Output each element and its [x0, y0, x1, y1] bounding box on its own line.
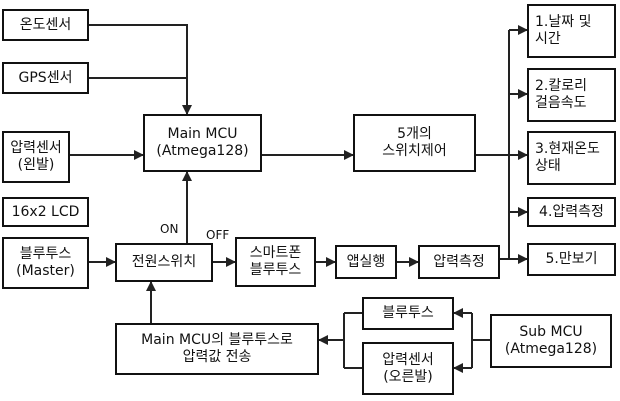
pressure-sensor-left-box: 압력센서(왼발): [2, 131, 70, 183]
temp-sensor-box: 온도센서: [2, 9, 89, 41]
bluetooth-master-box: 블루투스(Master): [2, 237, 89, 289]
power-switch-box: 전원스위치: [115, 243, 213, 282]
main-mcu-box: Main MCU(Atmega128): [143, 114, 262, 172]
output-pedometer-box: 5.만보기: [527, 243, 616, 276]
arrow-temp-to-mcu: [89, 24, 192, 115]
bluetooth-box: 블루투스: [362, 297, 454, 330]
pressure-measure-box: 압력측정: [418, 245, 500, 279]
sub-mcu-box: Sub MCU(Atmega128): [490, 314, 612, 368]
pressure-sensor-right-box: 압력센서(오른발): [362, 342, 454, 395]
gps-sensor-box: GPS센서: [2, 62, 89, 94]
off-label: OFF: [206, 228, 230, 242]
app-run-box: 앱실행: [335, 245, 397, 279]
on-label: ON: [160, 222, 179, 236]
output-pressure-box: 4.압력측정: [527, 197, 616, 227]
lcd-box: 16x2 LCD: [2, 197, 89, 227]
